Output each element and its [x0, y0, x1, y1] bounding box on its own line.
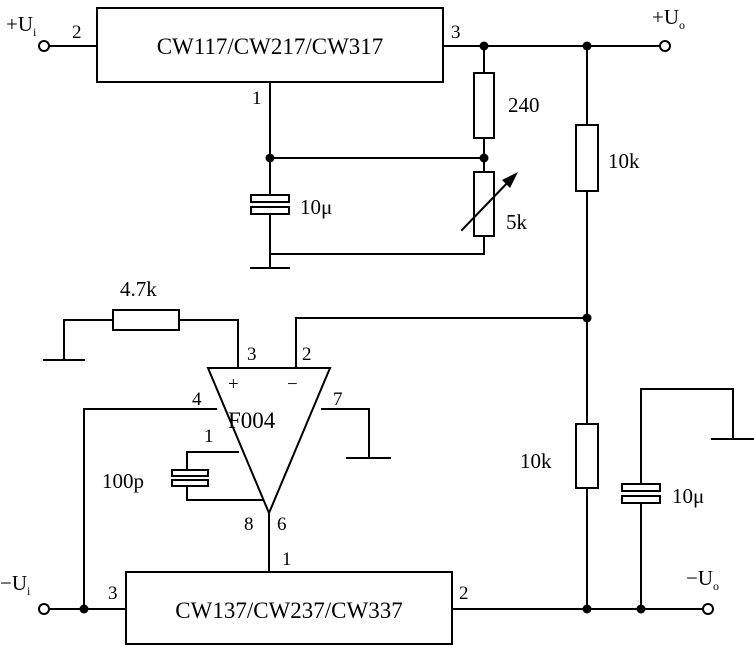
vout-neg-terminal[interactable] — [702, 603, 714, 615]
negative-regulator-pin-out: 2 — [459, 583, 469, 604]
negative-regulator-pin-adj: 1 — [282, 549, 292, 570]
resistor-10k-bottom-value: 10k — [520, 449, 552, 473]
vout-pos-terminal[interactable] — [659, 40, 671, 52]
junction-output-10k — [582, 41, 592, 51]
resistor-10k-top-value: 10k — [608, 149, 640, 173]
negative-regulator-body — [125, 571, 453, 645]
resistor-10k-top — [575, 124, 599, 425]
vin-pos-terminal[interactable] — [38, 40, 50, 52]
adjust-node-wire — [269, 81, 485, 196]
capacitor-100p-value: 100p — [102, 469, 144, 493]
negative-regulator-pin-in: 3 — [108, 583, 118, 604]
positive-regulator-label: CW117/CW217/CW317 — [157, 34, 384, 59]
opamp-pin-comp: 1 — [204, 426, 214, 447]
vin-pos-label: +Ui — [6, 12, 37, 39]
junction-divider-mid — [582, 313, 592, 323]
opamp-sign-minus: − — [287, 374, 298, 395]
resistor-10k-bottom — [575, 423, 599, 610]
opamp-pin-bottom-right: 6 — [277, 514, 287, 535]
resistor-240 — [473, 45, 495, 173]
positive-regulator-pin-out: 3 — [451, 22, 461, 43]
opamp-pin-right: 7 — [333, 389, 343, 410]
ground-adjust — [250, 253, 485, 269]
junction-neg-input — [79, 604, 89, 614]
opamp-label: F004 — [228, 408, 276, 433]
variable-resistor-5k-value: 5k — [506, 210, 528, 234]
resistor-4-7k-value: 4.7k — [120, 277, 157, 301]
junction-neg-output-10k — [582, 604, 592, 614]
opamp-body — [206, 367, 332, 516]
variable-resistor-5k — [460, 171, 518, 255]
positive-output-wire — [442, 45, 660, 126]
opamp-pin-inv: 2 — [302, 344, 312, 365]
junction-adjust-left — [265, 153, 275, 163]
opamp-pin-bottom-left: 8 — [244, 514, 254, 535]
feedback-wire — [295, 317, 588, 369]
resistor-240-value: 240 — [508, 93, 540, 117]
opamp-pin-noninv: 3 — [247, 344, 257, 365]
vin-neg-terminal[interactable] — [38, 603, 50, 615]
positive-regulator-pin-adj: 1 — [252, 88, 262, 109]
positive-regulator-pin-in: 2 — [72, 22, 82, 43]
opamp-sign-plus: + — [228, 374, 239, 395]
junction-adjust-right — [479, 153, 489, 163]
vout-neg-label: −Uo — [686, 566, 719, 593]
capacitor-output-value: 10μ — [672, 484, 704, 508]
capacitor-output — [621, 388, 754, 610]
negative-regulator-label: CW137/CW237/CW337 — [175, 598, 402, 623]
vout-pos-label: +Uo — [652, 5, 685, 32]
capacitor-100p — [171, 451, 263, 501]
opamp-pin7-ground — [321, 408, 391, 459]
opamp-pin-left: 4 — [192, 389, 202, 410]
vin-neg-label: −Ui — [0, 571, 31, 598]
capacitor-adjust-value: 10μ — [300, 195, 332, 219]
resistor-4-7k — [43, 309, 239, 369]
capacitor-adjust — [250, 194, 290, 269]
opamp-pin4-wire — [83, 408, 217, 610]
